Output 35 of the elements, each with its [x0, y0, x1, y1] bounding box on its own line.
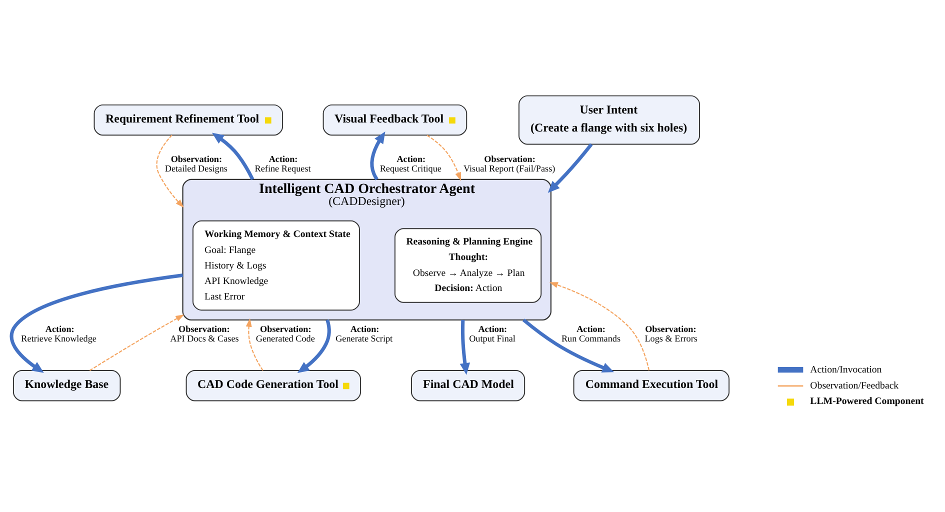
legend-label: Observation/Feedback	[810, 380, 899, 392]
node-box: Working Memory & Context State Goal: Flange History & Logs API Knowledge Last Error	[192, 220, 360, 311]
edge-label: Observation: Visual Report (Fail/Pass)	[463, 154, 556, 174]
edge-label: Observation: Generated Code	[256, 324, 315, 344]
edge-label: Action: Refine Request	[254, 154, 311, 174]
node-box: Visual Feedback Tool	[322, 104, 468, 136]
arrow	[522, 318, 614, 372]
node-box: User Intent (Create a flange with six holes)	[518, 95, 700, 145]
arrow	[156, 134, 184, 208]
node-box: CAD Code Generation Tool	[186, 370, 362, 402]
arrow	[212, 132, 254, 180]
arrow	[426, 134, 462, 182]
arrow	[370, 132, 386, 180]
arrow	[89, 314, 184, 371]
node-box: Requirement Refinement Tool	[94, 104, 284, 136]
edge-label: Action: Output Final	[469, 324, 516, 344]
arrow	[10, 274, 184, 373]
edge-label: Action: Request Critique	[380, 154, 442, 174]
arrow	[460, 320, 470, 375]
arrow	[297, 319, 331, 374]
node-box: Final CAD Model	[410, 370, 526, 402]
arrow	[246, 318, 264, 371]
edge-label: Observation: Logs & Errors	[644, 324, 698, 344]
arrow	[549, 282, 650, 370]
edge-label: Action: Retrieve Knowledge	[21, 324, 96, 344]
edge-label: Action: Run Commands	[561, 324, 621, 344]
arrow	[548, 143, 593, 193]
node-box: Reasoning & Planning Engine Thought: Observe → Analyze → Plan Decision: Action	[394, 228, 542, 303]
edge-label: Observation: Detailed Designs	[164, 154, 228, 174]
legend-label: LLM-Powered Component	[810, 396, 924, 408]
edge-label: Action: Generate Script	[336, 324, 393, 344]
legend-label: Action/Invocation	[810, 364, 882, 376]
node-box: Command Execution Tool	[573, 370, 730, 402]
node-box: Knowledge Base	[12, 370, 121, 402]
edge-label: Observation: API Docs & Cases	[170, 324, 239, 344]
